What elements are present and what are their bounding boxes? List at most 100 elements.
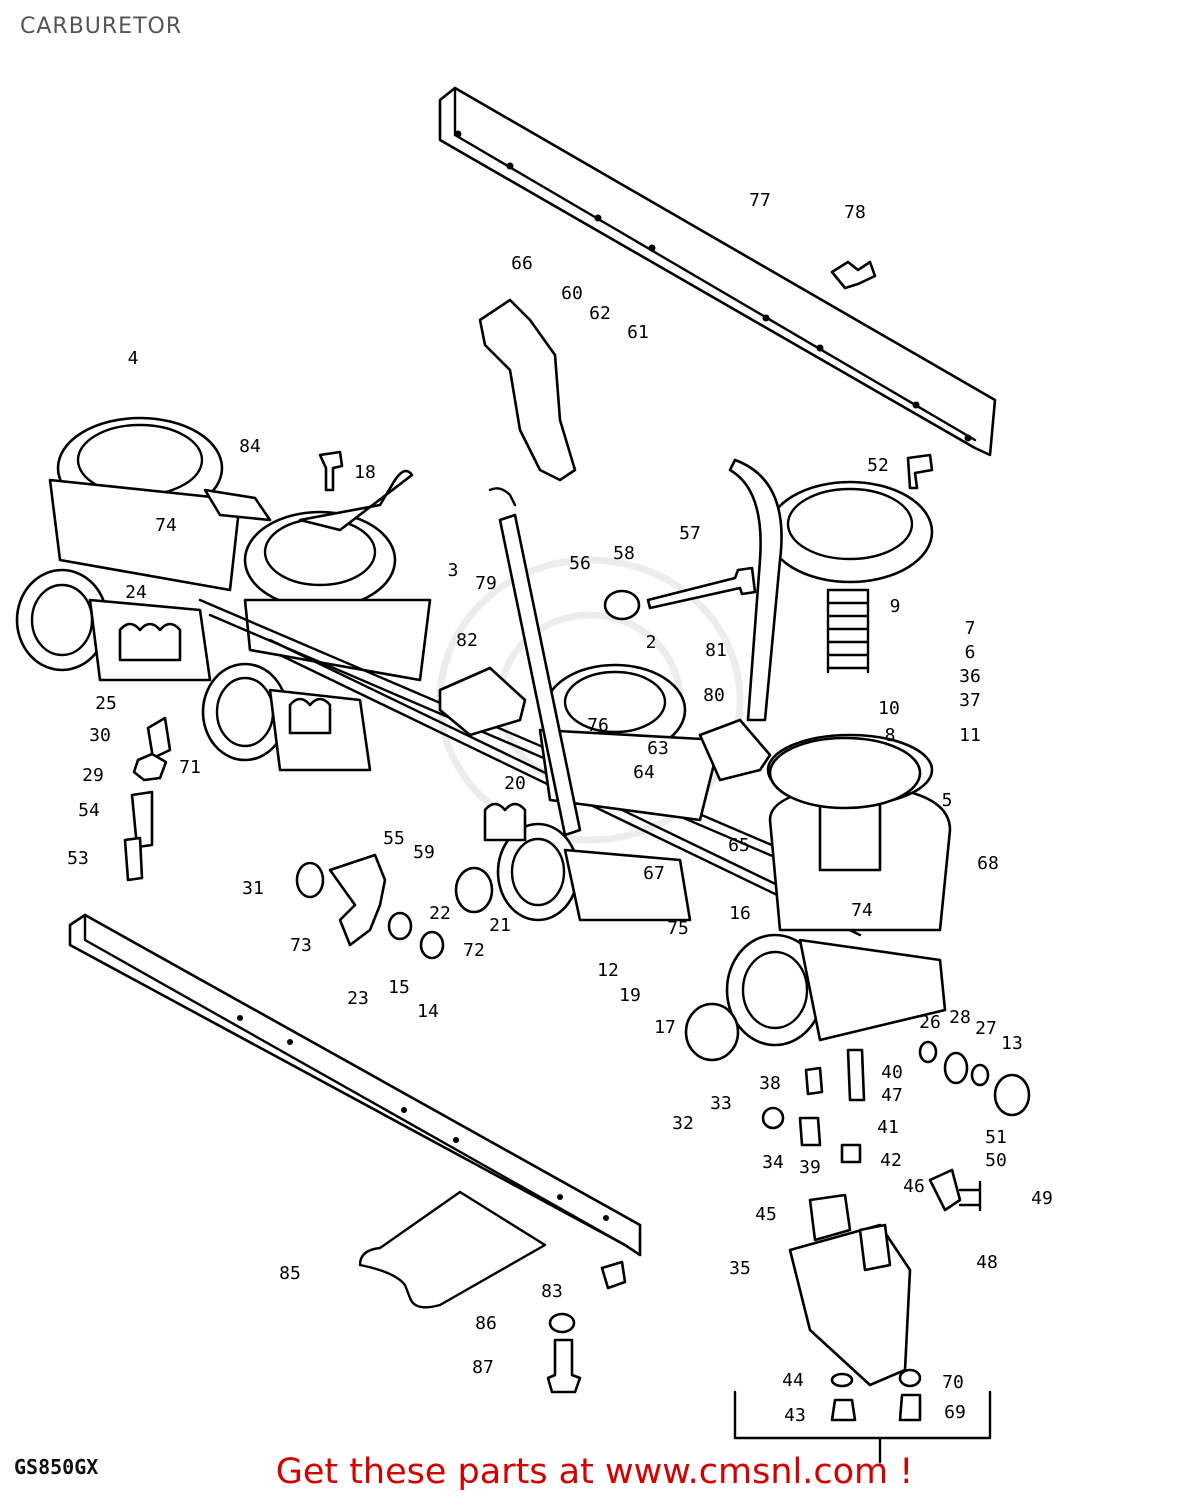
callout-15: 15 [388,977,410,998]
callout-4: 4 [128,348,139,369]
nut-26 [918,1040,938,1064]
callout-85: 85 [279,1263,301,1284]
screw-69 [898,1393,922,1422]
carburetor-2 [201,469,432,772]
callout-19: 19 [619,985,641,1006]
callout-31: 31 [242,878,264,899]
bracket-23 [328,853,387,947]
callout-82: 82 [456,630,478,651]
callout-57: 57 [679,523,701,544]
callout-22: 22 [429,903,451,924]
callout-7: 7 [965,618,976,639]
callout-54: 54 [78,800,100,821]
callout-69: 69 [944,1402,966,1423]
callout-12: 12 [597,960,619,981]
callout-49: 49 [1031,1188,1053,1209]
bracket-bar-top [438,86,997,457]
callout-56: 56 [569,553,591,574]
promo-link[interactable]: Get these parts at www.cmsnl.com ! [275,1452,914,1492]
page-title: CARBURETOR [20,14,183,39]
callout-40: 40 [881,1062,903,1083]
callout-3: 3 [448,560,459,581]
callout-9: 9 [890,596,901,617]
callout-46: 46 [903,1176,925,1197]
callout-55: 55 [383,828,405,849]
callout-38: 38 [759,1073,781,1094]
callout-78: 78 [844,202,866,223]
callout-75: 75 [667,918,689,939]
callout-30: 30 [89,725,111,746]
washer-73 [295,861,325,899]
callout-71: 71 [179,757,201,778]
washer-14 [419,930,445,960]
callout-61: 61 [627,322,649,343]
callout-62: 62 [589,303,611,324]
screw-78 [830,260,877,290]
callout-83: 83 [541,1281,563,1302]
callout-42: 42 [880,1150,902,1171]
callout-11: 11 [959,725,981,746]
callout-77: 77 [749,190,771,211]
callout-33: 33 [710,1093,732,1114]
callout-72: 72 [463,940,485,961]
washer-86 [548,1312,576,1334]
jet-38 [804,1066,824,1096]
screw-43 [830,1398,857,1422]
callout-16: 16 [729,903,751,924]
group-bracket [733,1390,992,1464]
tube-30 [146,716,172,760]
callout-23: 23 [347,988,369,1009]
nut-34 [761,1106,785,1130]
callout-18: 18 [354,462,376,483]
callout-25: 25 [95,693,117,714]
carburetor-3 [483,663,722,922]
callout-39: 39 [799,1157,821,1178]
screw-18 [318,450,344,492]
callout-73: 73 [290,935,312,956]
callout-81: 81 [705,640,727,661]
callout-68: 68 [977,853,999,874]
callout-10: 10 [878,698,900,719]
cap-13 [993,1073,1031,1117]
jet-53 [123,836,144,882]
callout-20: 20 [504,773,526,794]
callout-52: 52 [867,455,889,476]
callout-13: 13 [1001,1033,1023,1054]
washer-15 [387,911,413,941]
model-code: GS850GX [14,1455,99,1479]
callout-80: 80 [703,685,725,706]
bracket-bar-bottom [68,913,642,1257]
callout-76: 76 [587,715,609,736]
carburetor-4 [725,480,952,1047]
callout-63: 63 [647,738,669,759]
link-bracket-66 [478,298,577,482]
gasket-44 [830,1372,854,1388]
valve-49 [928,1168,962,1212]
callout-26: 26 [919,1012,941,1033]
callout-44: 44 [782,1370,804,1391]
callout-5: 5 [942,790,953,811]
callout-8: 8 [885,725,896,746]
pin-54 [130,790,154,849]
screw-83 [600,1260,627,1290]
hose-81 [728,458,783,722]
callout-47: 47 [881,1085,903,1106]
diaphragm-5 [768,736,922,810]
callout-36: 36 [959,666,981,687]
jet-42 [840,1143,862,1164]
fitting-82 [438,666,527,737]
carburetor-1 [15,416,242,682]
needle-40 [846,1048,866,1102]
jet-39 [798,1116,822,1147]
fitting-80 [698,718,772,782]
callout-51: 51 [985,1127,1007,1148]
callout-48: 48 [976,1252,998,1273]
callout-27: 27 [975,1018,997,1039]
callout-74: 74 [155,515,177,536]
callout-66: 66 [511,253,533,274]
plate-33 [684,1002,740,1062]
callout-29: 29 [82,765,104,786]
callout-32: 32 [672,1113,694,1134]
